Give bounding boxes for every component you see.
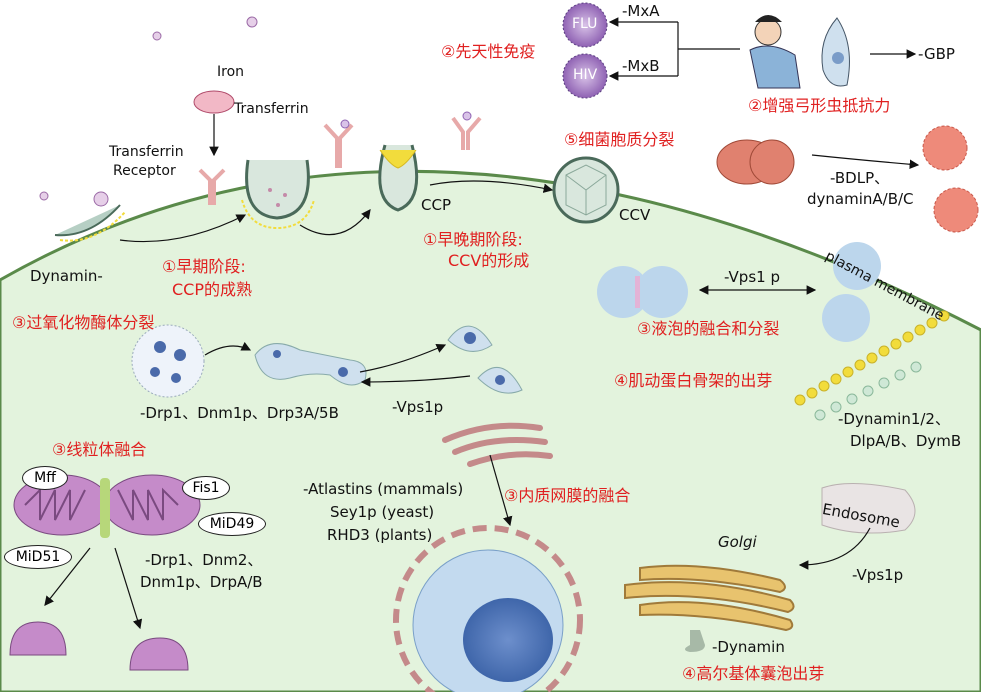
vacuole-title: ③液泡的融合和分裂 [637,319,780,338]
endosome [821,483,916,534]
er-proteins-line3: RHD3 (plants) [327,526,433,544]
innate-immunity-title: ②先天性免疫 [441,42,536,61]
mxb-label: -MxB [622,57,660,75]
stage2-title: ①早晚期阶段: [423,230,523,249]
golgi-apparatus [624,564,795,632]
golgi-label: Golgi [718,533,757,551]
stage1-subtitle: CCP的成熟 [172,280,252,299]
peroxisome-proteins: -Drp1、Dnm1p、Drp3A/5B [140,404,339,422]
transferrin-molecule [193,90,235,114]
toxoplasma-cell [821,17,850,87]
dividing-bacterium [716,139,795,185]
cell-cytoplasm [0,169,981,692]
peroxisome-title: ③过氧化物酶体分裂 [12,313,155,332]
mid51-oval: MiD51 [4,545,72,569]
ccp-invaginated-pit [241,159,315,230]
bacteria-title: ⑤细菌胞质分裂 [564,130,675,149]
mitochondria-fission-band [100,478,110,538]
mxa-label: -MxA [622,2,660,20]
actin-title: ④肌动蛋白骨架的出芽 [614,371,773,390]
ccv-label: CCV [619,206,651,224]
peroxisome-large [131,324,205,398]
actin-proteins-line1: -Dynamin1/2、 [838,410,950,428]
fis1-oval: Fis1 [182,476,230,500]
iron-particles [39,16,258,207]
transferrin-label: Transferrin [234,101,309,117]
dynamin-label: Dynamin- [30,267,103,285]
receptor-label-line2: Receptor [113,163,176,179]
mitochondria-proteins-line2: Dnm1p、DrpA/B [140,573,263,591]
bacteria-proteins-line1: -BDLP、 [830,169,890,187]
vacuole-protein: -Vps1 p [724,268,780,286]
actin-filaments [794,310,950,421]
toxoplasma-title: ②增强弓形虫抵抗力 [748,96,891,115]
er-proteins-line1: -Atlastins (mammals) [303,480,464,498]
hiv-label: HIV [573,67,598,83]
gbp-label: -GBP [918,45,955,63]
vacuole-separate [822,242,881,342]
ccv-vesicle [552,156,620,224]
flu-virus [562,2,608,48]
transferrin-receptors [198,116,482,205]
ccp-deep-pit [378,144,419,212]
actin-proteins-line2: DlpA/B、DymB [850,432,962,450]
iron-label: Iron [217,64,245,80]
sick-person-figure [749,15,801,89]
golgi-vps: -Vps1p [852,566,904,584]
er-proteins-line2: Sey1p (yeast) [330,503,435,521]
ccp-label: CCP [421,196,451,214]
mid49-oval: MiD49 [198,512,266,536]
nucleus [393,525,583,692]
flu-label: FLU [572,16,598,32]
peroxisome-buds [447,325,523,394]
ccp-shallow-pit [54,204,126,242]
mitochondria-proteins-line1: -Drp1、Dnm2、 [145,551,263,569]
stage1-title: ①早期阶段: [162,257,246,276]
hiv-virus [562,53,608,99]
golgi-vesicle [685,630,705,652]
vacuole-fusing [597,266,688,318]
bacteria-cells [922,125,979,233]
bacteria-proteins-line2: dynaminA/B/C [807,190,914,208]
receptor-label-line1: Transferrin [109,144,184,160]
peroxisome-vps: -Vps1p [392,398,444,416]
endoplasmic-reticulum [442,422,553,467]
stage2-subtitle: CCV的形成 [448,251,530,270]
golgi-title: ④高尔基体囊泡出芽 [682,664,825,683]
er-title: ③内质网膜的融合 [504,486,631,505]
mitochondria-title: ③线粒体融合 [52,440,147,459]
mff-oval: Mff [22,466,68,490]
mitochondria-daughters [9,621,189,671]
golgi-dynamin: -Dynamin [712,638,785,656]
